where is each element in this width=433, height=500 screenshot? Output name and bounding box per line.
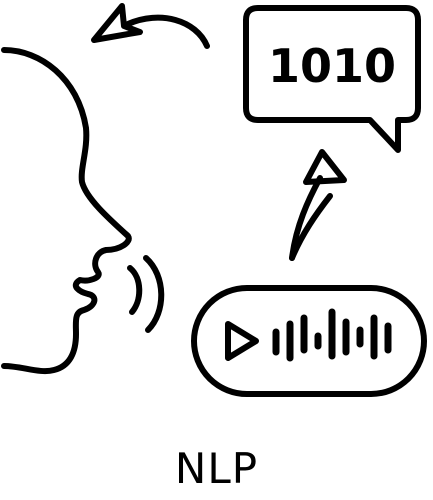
- waveform-bars: [272, 308, 392, 362]
- curved-back-arrow-icon: [91, 3, 210, 49]
- caption-title: NLP: [174, 444, 259, 493]
- play-icon: [225, 321, 259, 361]
- curved-up-arrow-icon: [289, 149, 347, 261]
- sound-waves-icon: [127, 255, 165, 333]
- audio-waveform-player-icon: [191, 285, 427, 397]
- bubble-binary-text: 1010: [268, 39, 396, 93]
- speaking-head-icon: [1, 47, 132, 375]
- speech-bubble-icon: [243, 5, 421, 153]
